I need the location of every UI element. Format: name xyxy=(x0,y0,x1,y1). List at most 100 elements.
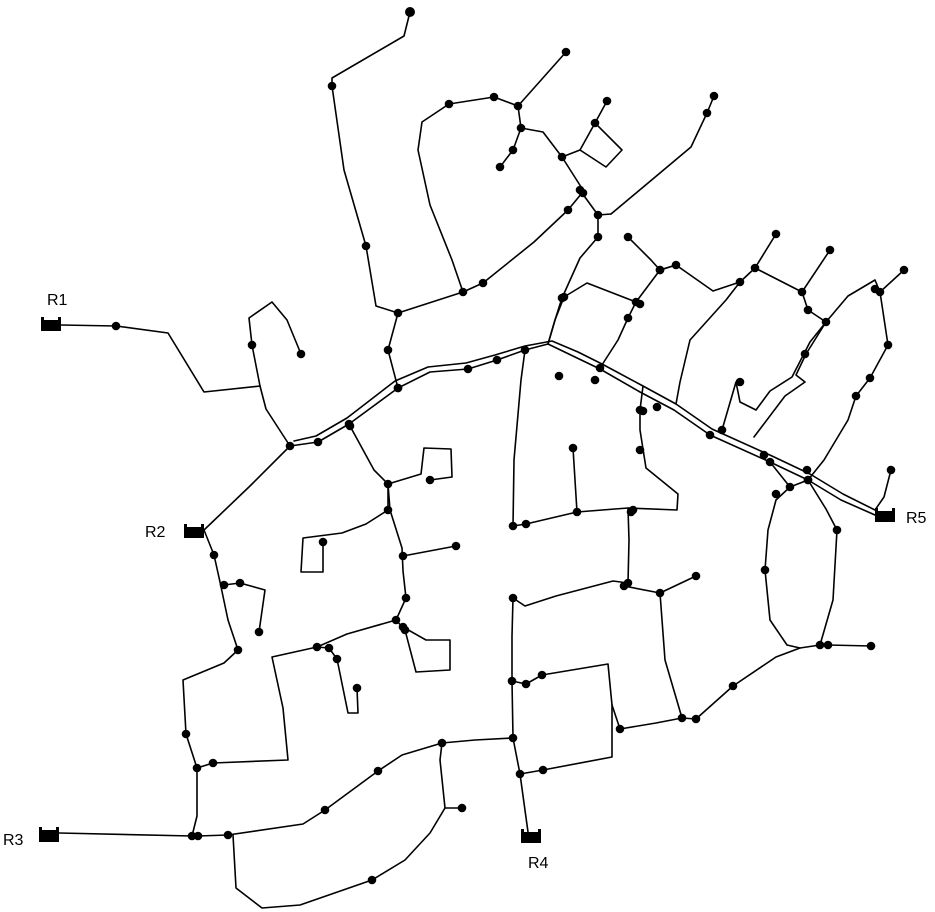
pipe-segment xyxy=(610,95,715,215)
pipe-segment xyxy=(675,281,741,405)
junction-node xyxy=(521,679,531,689)
junction-node xyxy=(489,92,499,102)
junction-node xyxy=(803,475,813,485)
junction-node xyxy=(655,265,665,275)
junction-node xyxy=(851,391,861,401)
junction-node xyxy=(561,47,571,57)
junction-node xyxy=(405,7,415,17)
junction-node xyxy=(393,383,403,393)
junction-node xyxy=(457,803,467,813)
pipe-segment xyxy=(754,267,827,323)
junction-node xyxy=(823,640,833,650)
pipe-segment xyxy=(769,461,791,488)
reservoir-label: R5 xyxy=(906,510,927,527)
pipe-segment xyxy=(627,236,741,292)
pipe-segment xyxy=(197,737,513,837)
junction-node xyxy=(451,541,461,551)
junction-node xyxy=(444,99,454,109)
pipe-segment xyxy=(289,343,876,516)
junction-node xyxy=(691,571,701,581)
junction-node xyxy=(899,265,909,275)
junction-node xyxy=(425,475,435,485)
pipe-segment xyxy=(300,483,389,573)
junction-node xyxy=(383,505,393,515)
pipe-segment xyxy=(251,344,261,387)
pipe-segment xyxy=(223,582,266,633)
junction-node xyxy=(513,101,523,111)
junction-node xyxy=(797,287,807,297)
junction-node xyxy=(671,260,681,270)
junction-node xyxy=(619,581,629,591)
junction-node xyxy=(458,287,468,297)
junction-node xyxy=(324,643,334,653)
junction-node xyxy=(192,763,202,773)
junction-node xyxy=(345,421,355,431)
junction-node xyxy=(623,313,633,323)
junction-node xyxy=(832,525,842,535)
pipe-segment xyxy=(316,619,451,673)
junction-node xyxy=(750,263,760,273)
pipe-segment xyxy=(563,282,641,305)
pipe-segment xyxy=(599,264,677,369)
reservoir-label: R3 xyxy=(3,832,24,849)
junction-node xyxy=(181,729,191,739)
pipe-segment xyxy=(807,291,889,481)
pipe-segment xyxy=(547,214,599,345)
junction-node xyxy=(883,340,893,350)
junction-node xyxy=(437,738,447,748)
pipe-segment xyxy=(196,646,359,769)
pipe-segment xyxy=(203,445,291,531)
pipe-segment xyxy=(349,425,389,485)
reservoir-label: R1 xyxy=(47,292,68,309)
junction-node xyxy=(602,96,612,106)
junction-node xyxy=(312,642,322,652)
junction-node xyxy=(557,152,567,162)
pipe-segment xyxy=(58,832,199,837)
reservoir-r2: R2 xyxy=(145,524,204,541)
reservoir-group: R1 R2 R3 R4 R5 xyxy=(3,292,927,872)
pipe-segment xyxy=(182,529,239,837)
pipe-segment xyxy=(331,11,411,389)
pipe-segment xyxy=(387,447,453,485)
junction-node xyxy=(520,345,530,355)
pipe-segment xyxy=(232,807,446,909)
reservoir-label: R4 xyxy=(528,855,549,872)
junction-node xyxy=(508,593,518,603)
junction-node xyxy=(759,450,769,460)
junction-node xyxy=(327,81,337,91)
junction-node xyxy=(572,507,582,517)
junction-node xyxy=(508,521,518,531)
junction-node xyxy=(296,349,306,359)
junction-node xyxy=(235,578,245,588)
junction-node xyxy=(590,375,600,385)
pipe-segment xyxy=(517,51,567,107)
junction-node xyxy=(563,205,573,215)
pipe-segment xyxy=(611,704,683,730)
pipe-segment xyxy=(807,479,838,646)
junction-node xyxy=(735,277,745,287)
reservoir-r5: R5 xyxy=(875,508,927,527)
pipe-segment xyxy=(259,385,291,447)
junction-node xyxy=(209,550,219,560)
junction-node xyxy=(568,443,578,453)
junction-node xyxy=(219,580,229,590)
junction-node xyxy=(398,551,408,561)
junction-node xyxy=(655,588,665,598)
junction-node xyxy=(352,683,362,693)
reservoir-r4: R4 xyxy=(521,829,549,872)
junction-node xyxy=(332,654,342,664)
junction-node xyxy=(635,299,645,309)
junction-node xyxy=(208,758,218,768)
junction-node xyxy=(495,162,505,172)
pipe-segment xyxy=(547,296,565,345)
junction-node xyxy=(383,479,393,489)
junction-node xyxy=(800,349,810,359)
pipe-segment xyxy=(753,321,827,438)
junction-node xyxy=(516,123,526,133)
pipe-segment xyxy=(417,96,519,293)
junction-node xyxy=(626,507,636,517)
pipe-segment xyxy=(764,479,809,649)
junction-node xyxy=(313,437,323,447)
pipe-segment xyxy=(579,122,623,168)
junction-node xyxy=(709,91,719,101)
